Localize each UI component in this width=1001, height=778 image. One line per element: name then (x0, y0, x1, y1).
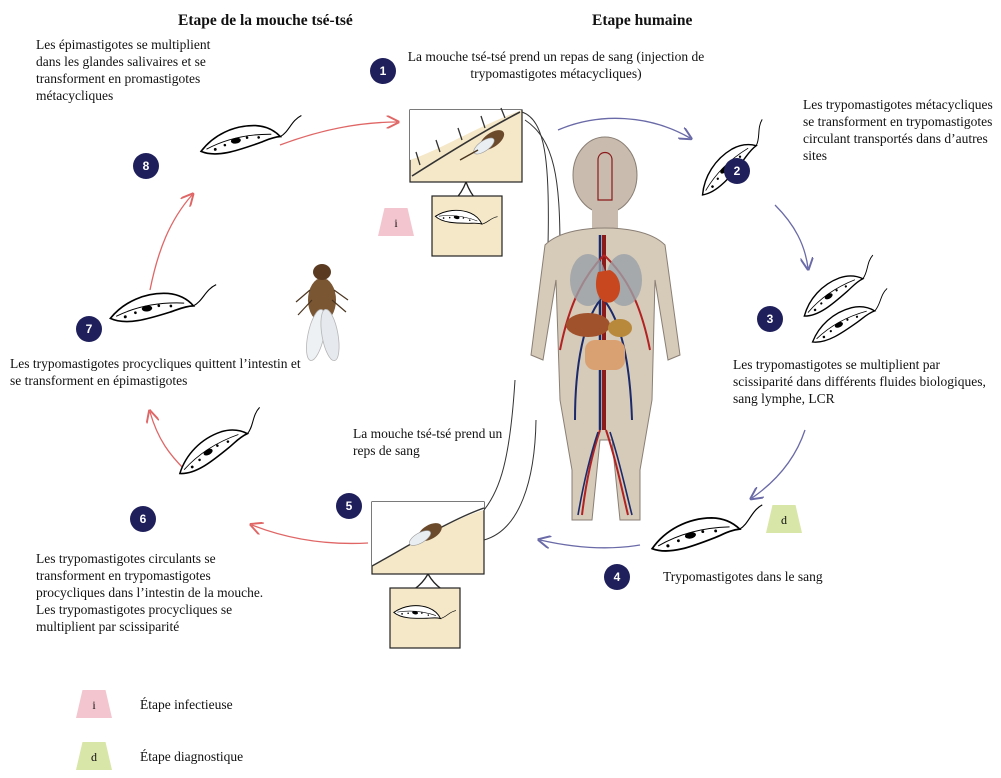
step-5-badge: 5 (336, 493, 362, 519)
arrow-1-to-2 (558, 118, 690, 138)
step-2-text: Les trypomastigotes métacycliques se tra… (803, 96, 999, 164)
step-3-badge: 3 (757, 306, 783, 332)
parasite-6 (170, 407, 272, 477)
step-1-badge: 1 (370, 58, 396, 84)
step-8-badge: 8 (133, 153, 159, 179)
step-8-text: Les épimastigotes se multiplient dans le… (36, 36, 232, 104)
step-4-badge: 4 (604, 564, 630, 590)
parasite-4 (648, 505, 767, 554)
step-2-badge: 2 (724, 158, 750, 184)
parasite-8 (198, 115, 305, 156)
step-5-text: La mouche tsé-tsé prend un reps de sang (353, 425, 503, 459)
arrow-2-to-3 (775, 205, 808, 268)
step-3-text: Les trypomastigotes se multiplient par s… (733, 356, 995, 407)
fly-stage-header: Etape de la mouche tsé-tsé (178, 12, 353, 30)
step-7-text: Les trypomastigotes procycliques quitten… (10, 355, 310, 389)
arrow-5-to-6 (252, 525, 368, 543)
inset-1-parasite (432, 196, 502, 256)
human-stage-header: Etape humaine (592, 12, 692, 30)
tsetse-fly-illustration (296, 264, 348, 362)
step-1-text: La mouche tsé-tsé prend un repas de sang… (406, 48, 706, 82)
arrow-4-to-5 (540, 540, 640, 548)
arrow-6-to-7 (150, 412, 185, 470)
arrow-3-to-4 (752, 430, 805, 498)
step-6-text: Les trypomastigotes circulants se transf… (36, 550, 264, 635)
arrow-8-to-1 (280, 122, 397, 145)
legend-infective-label: Étape infectieuse (140, 696, 233, 713)
arrow-7-to-8 (150, 195, 192, 290)
step-7-badge: 7 (76, 316, 102, 342)
legend-diagnostic-label: Étape diagnostique (140, 748, 243, 765)
step-4-text: Trypomastigotes dans le sang (663, 568, 883, 585)
step-6-badge: 6 (130, 506, 156, 532)
parasite-7 (108, 285, 219, 324)
human-body-illustration (531, 137, 680, 520)
